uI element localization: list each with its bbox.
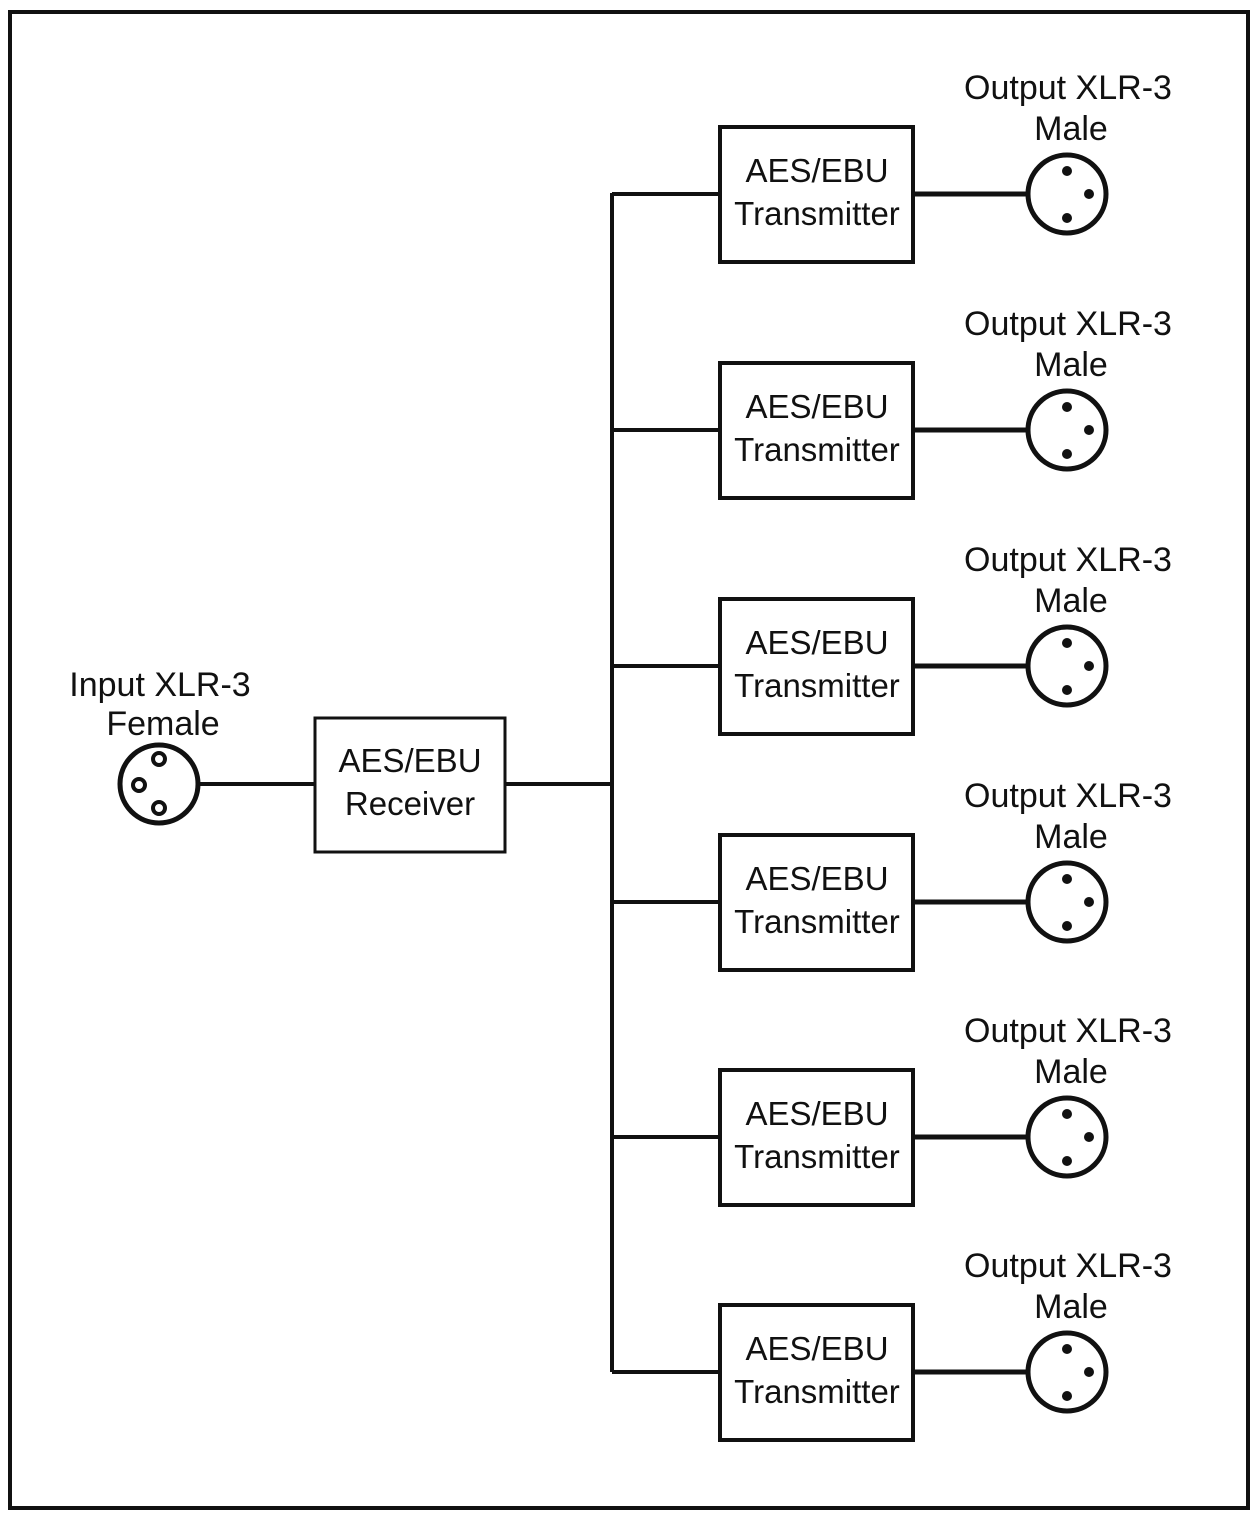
xlr-3-male-connector-icon <box>1025 1095 1109 1179</box>
transmitter-label-line2: Transmitter <box>734 903 900 940</box>
transmitter-label-line1: AES/EBU <box>745 1095 888 1132</box>
transmitter-label-line1: AES/EBU <box>745 152 888 189</box>
transmitter-block: AES/EBU Transmitter <box>718 833 915 972</box>
xlr-3-female-connector-icon <box>117 742 201 826</box>
transmitter-label-line2: Transmitter <box>734 1373 900 1410</box>
transmitter-label-line1: AES/EBU <box>745 388 888 425</box>
transmitter-label-line1: AES/EBU <box>745 624 888 661</box>
xlr-3-male-connector-icon <box>1025 860 1109 944</box>
output-label-line2: Male <box>1034 110 1108 148</box>
output-label-line1: Output XLR-3 <box>964 541 1172 579</box>
transmitter-label-line1: AES/EBU <box>745 860 888 897</box>
transmitter-block: AES/EBU Transmitter <box>718 1068 915 1207</box>
transmitter-label-line2: Transmitter <box>734 667 900 704</box>
receiver-label-line2: Receiver <box>345 785 475 822</box>
output-label-line2: Male <box>1034 346 1108 384</box>
transmitter-label-line2: Transmitter <box>734 1138 900 1175</box>
output-label-line1: Output XLR-3 <box>964 1247 1172 1285</box>
input-connector: Input XLR-3 Female <box>69 666 251 826</box>
output-label-line2: Male <box>1034 818 1108 856</box>
output-label-line1: Output XLR-3 <box>964 69 1172 107</box>
input-label-line1: Input XLR-3 <box>69 666 250 704</box>
input-label-line2: Female <box>106 705 219 743</box>
output-label-line2: Male <box>1034 582 1108 620</box>
output-label-line2: Male <box>1034 1288 1108 1326</box>
transmitter-block: AES/EBU Transmitter <box>718 1303 915 1442</box>
xlr-3-male-connector-icon <box>1025 388 1109 472</box>
transmitter-label-line2: Transmitter <box>734 431 900 468</box>
output-label-line2: Male <box>1034 1053 1108 1091</box>
transmitter-label-line2: Transmitter <box>734 195 900 232</box>
xlr-3-male-connector-icon <box>1025 624 1109 708</box>
transmitter-label-line1: AES/EBU <box>745 1330 888 1367</box>
xlr-3-male-connector-icon <box>1025 152 1109 236</box>
output-label-line1: Output XLR-3 <box>964 1012 1172 1050</box>
transmitter-block: AES/EBU Transmitter <box>718 361 915 500</box>
receiver-block: AES/EBU Receiver <box>313 716 507 854</box>
transmitter-block: AES/EBU Transmitter <box>718 125 915 264</box>
receiver-label-line1: AES/EBU <box>338 742 481 779</box>
transmitter-block: AES/EBU Transmitter <box>718 597 915 736</box>
output-label-line1: Output XLR-3 <box>964 305 1172 343</box>
xlr-3-male-connector-icon <box>1025 1330 1109 1414</box>
output-label-line1: Output XLR-3 <box>964 777 1172 815</box>
diagram-frame <box>8 10 1250 1510</box>
